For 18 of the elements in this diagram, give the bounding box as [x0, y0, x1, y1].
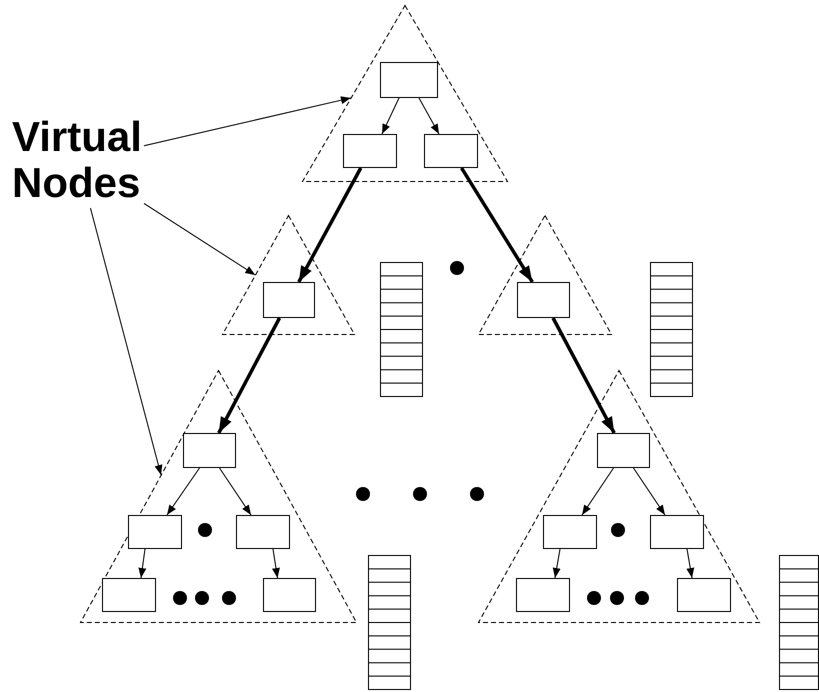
arrow	[219, 468, 252, 516]
arrow	[552, 548, 561, 578]
caption-text: Virtual Nodes	[12, 114, 143, 206]
arrow	[460, 167, 534, 283]
arrow	[633, 468, 666, 516]
arrow	[297, 167, 362, 283]
arrow	[686, 548, 694, 578]
arrow	[217, 317, 282, 434]
arrow	[166, 468, 200, 516]
leader-arrow	[144, 96, 352, 146]
leader-arrow	[144, 202, 256, 276]
arrow	[272, 548, 280, 578]
arrow	[582, 468, 614, 516]
leader-arrow	[90, 208, 162, 476]
arrow	[382, 98, 400, 134]
arrow	[418, 98, 440, 134]
arrow	[552, 317, 616, 434]
arrow	[138, 548, 146, 578]
